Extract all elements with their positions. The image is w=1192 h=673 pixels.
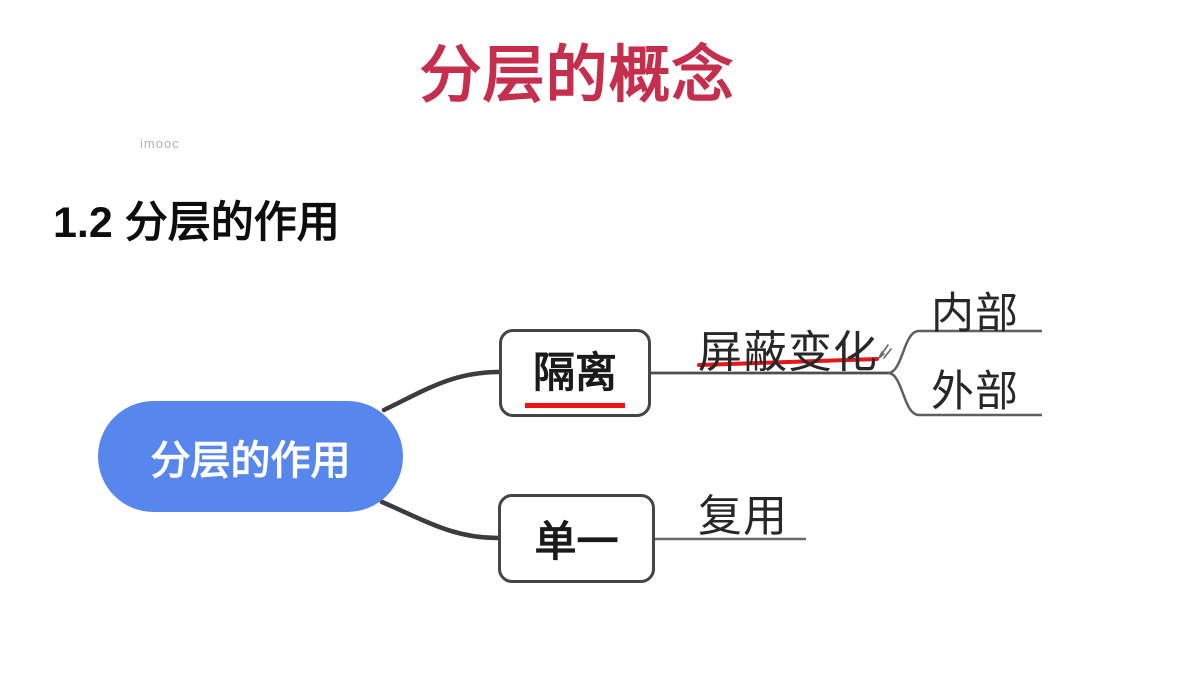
node-single: 单一 — [498, 494, 655, 583]
label-shield-changes: 屏蔽变化 — [698, 328, 878, 377]
label-external: 外部 — [931, 368, 1019, 416]
single-node-label: 单一 — [534, 518, 619, 565]
annotation-cursor-icon — [878, 344, 892, 359]
shield-change-red-underline — [697, 357, 879, 367]
mindmap-root-node: 分层的作用 — [98, 401, 403, 512]
isolation-node-label: 隔离 — [524, 339, 625, 408]
node-isolation: 隔离 — [499, 329, 651, 417]
label-reuse: 复用 — [698, 492, 788, 541]
imooc-watermark: imooc — [140, 136, 180, 151]
root-node-label: 分层的作用 — [150, 438, 351, 483]
connector-root-to-isolation — [381, 369, 502, 413]
section-heading: 1.2 分层的作用 — [53, 199, 340, 247]
connector-fork-to-external — [887, 371, 1042, 417]
page-title: 分层的概念 — [419, 41, 735, 110]
connector-fork-to-internal — [887, 329, 1042, 375]
label-internal: 内部 — [931, 290, 1019, 338]
connector-root-to-single — [379, 499, 501, 541]
